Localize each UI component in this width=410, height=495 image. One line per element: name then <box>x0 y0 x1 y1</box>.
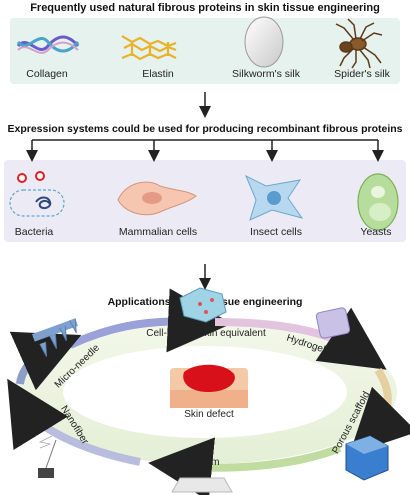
yeast-cell-icon <box>357 173 399 231</box>
silkworm-cocoon-icon <box>244 16 284 68</box>
electrospinning-icon <box>38 435 57 478</box>
section1-title: Frequently used natural fibrous proteins… <box>30 2 380 14</box>
spider-icon <box>335 18 383 69</box>
label-bacteria: Bacteria <box>14 226 54 238</box>
branch-arrows <box>26 139 384 162</box>
label-mammalian-cells: Mammalian cells <box>118 226 198 238</box>
hydrogel-icon <box>315 307 351 339</box>
film-icon <box>171 477 233 493</box>
mammalian-cell-icon <box>117 181 197 216</box>
micro-needle-icon <box>32 318 78 357</box>
label-silkworm-silk: Silkworm's silk <box>232 68 300 80</box>
label-film: Film <box>200 457 220 468</box>
skin-defect-icon <box>170 364 248 408</box>
bacteria-plasmid-icon <box>9 171 65 217</box>
elastin-network-icon <box>121 35 177 61</box>
label-elastin: Elastin <box>142 68 174 80</box>
porous-scaffold-icon <box>345 435 389 481</box>
collagen-triple-helix-icon <box>16 35 80 54</box>
section2-title: Expression systems could be used for pro… <box>7 123 403 135</box>
label-skin-defect: Skin defect <box>184 409 234 420</box>
label-collagen: Collagen <box>26 68 68 80</box>
label-insect-cells: Insect cells <box>250 226 302 238</box>
label-cell-loaded-skin-equivalent: Cell-loaded skin equivalent <box>146 328 266 339</box>
label-spider-silk: Spider's silk <box>334 68 390 80</box>
cell-loaded-scaffold-icon <box>179 287 227 323</box>
expression-systems-panel <box>4 160 406 242</box>
label-yeasts: Yeasts <box>360 226 392 238</box>
natural-proteins-panel <box>10 18 400 84</box>
insect-cell-icon <box>245 174 304 221</box>
